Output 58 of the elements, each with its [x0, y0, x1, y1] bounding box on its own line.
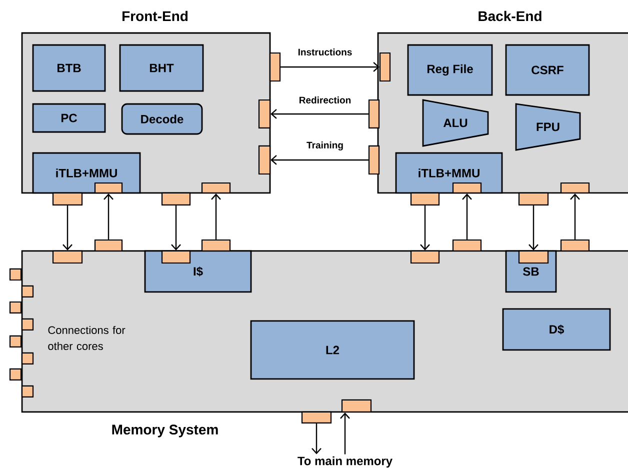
port-box	[341, 399, 372, 413]
arrow	[104, 194, 114, 240]
port-box	[201, 239, 231, 252]
port-box	[518, 192, 549, 206]
arrow	[528, 206, 538, 250]
unit-box: Reg File	[407, 44, 493, 96]
port-box	[410, 250, 440, 264]
note-text: Connections for other cores	[48, 326, 126, 350]
port-box	[560, 239, 590, 252]
arrow	[570, 194, 580, 240]
port-box	[410, 192, 440, 206]
port-box	[258, 145, 271, 175]
port-box	[269, 52, 281, 82]
arrow	[62, 206, 72, 250]
unit-box: BHT	[119, 44, 204, 92]
port-box	[94, 182, 123, 194]
port-box	[94, 239, 123, 252]
unit-box: BTB	[32, 44, 106, 92]
port-box	[52, 250, 83, 264]
arrow	[462, 194, 472, 240]
trapezoid-unit: FPU	[515, 103, 581, 151]
arrow	[280, 62, 380, 72]
unit-box: iTLB+MMU	[32, 152, 141, 194]
port-box	[301, 411, 332, 424]
edge-label: Redirection	[298, 96, 352, 104]
trapezoid-unit: ALU	[422, 99, 489, 147]
arrow	[312, 424, 322, 454]
arrow	[420, 206, 430, 250]
arrow	[340, 412, 350, 454]
unit-box: CSRF	[505, 44, 590, 96]
node-label: Memory System	[112, 424, 218, 438]
arrow	[270, 155, 368, 165]
port-box	[52, 192, 83, 206]
port-box	[201, 182, 231, 194]
port-box	[452, 182, 482, 194]
node-label: Back-End	[478, 10, 542, 22]
port-box	[368, 99, 380, 129]
port-box	[379, 52, 391, 82]
arrow	[171, 206, 181, 250]
port-box	[258, 99, 271, 129]
arrow	[211, 194, 221, 240]
unit-box: D$	[502, 308, 611, 351]
port-box	[518, 250, 549, 264]
port-box	[560, 182, 590, 194]
port-box	[368, 145, 380, 175]
node-label: Front-End	[122, 10, 188, 22]
edge-label: Training	[306, 140, 344, 152]
unit-box: PC	[32, 103, 106, 133]
unit-box: iTLB+MMU	[395, 152, 503, 194]
decode-box: Decode	[121, 103, 203, 135]
edge-label: Instructions	[296, 48, 354, 56]
port-box	[452, 239, 482, 252]
port-box	[161, 250, 191, 264]
unit-box: I$	[144, 250, 252, 293]
port-box	[161, 192, 191, 206]
arrow	[270, 109, 368, 119]
note-text: To main memory	[298, 456, 392, 468]
unit-box: L2	[250, 320, 415, 380]
